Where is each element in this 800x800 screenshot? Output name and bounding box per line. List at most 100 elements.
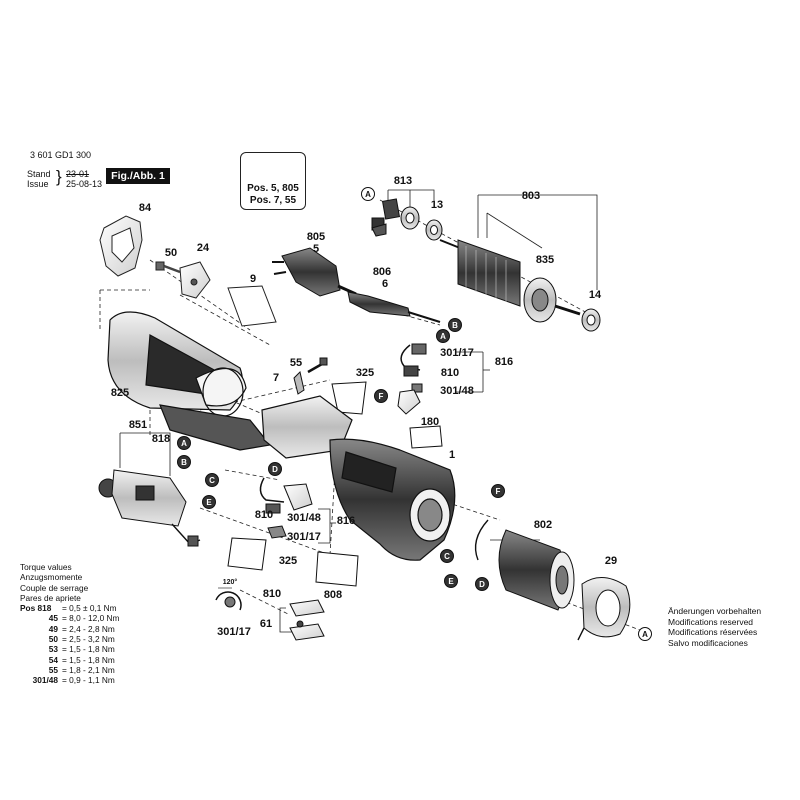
part-805-plug bbox=[272, 247, 357, 297]
mod-line-en: Modifications reserved bbox=[668, 616, 754, 627]
modifications-note: Änderungen vorbehalten Modifications res… bbox=[668, 606, 761, 648]
warning-box: Pos. 5, 805 Pos. 7, 55 bbox=[240, 152, 306, 210]
mod-line-fr: Modifications réservées bbox=[668, 627, 758, 637]
part-label: 802 bbox=[534, 519, 552, 531]
svg-text:B: B bbox=[452, 321, 458, 330]
svg-text:C: C bbox=[444, 552, 450, 561]
torque-title-fr: Couple de serrage bbox=[20, 582, 89, 593]
part-label: 7 bbox=[273, 372, 279, 384]
issue-date: 25-08-13 bbox=[66, 179, 103, 189]
part-label: 13 bbox=[431, 199, 443, 211]
part-55-screw bbox=[307, 357, 328, 374]
torque-table: Torque values Anzugsmomente Couple de se… bbox=[20, 562, 119, 686]
part-180-label bbox=[409, 425, 443, 449]
torque-row: 301/48= 0,9 - 1,1 Nm bbox=[32, 675, 115, 686]
part-label: 806 bbox=[373, 266, 391, 278]
torque-title-de: Anzugsmomente bbox=[20, 572, 83, 583]
part-label: 301/17 bbox=[287, 531, 321, 543]
part-label: 816 bbox=[495, 356, 513, 368]
part-61-clips bbox=[289, 599, 325, 641]
part-806-strain-relief bbox=[347, 291, 441, 323]
part-label: 14 bbox=[589, 289, 602, 301]
part-label: 5 bbox=[313, 243, 319, 255]
ref-circle-A: A bbox=[638, 627, 652, 641]
part-label: 325 bbox=[356, 367, 374, 379]
part-label: 813 bbox=[394, 175, 412, 187]
torque-row: 53= 1,5 - 1,8 Nm bbox=[48, 644, 115, 655]
torque-title-es: Pares de apriete bbox=[20, 592, 81, 603]
figure-label: Fig./Abb. 1 bbox=[106, 168, 170, 184]
part-label: 301/48 bbox=[440, 385, 474, 397]
ref-circle-B: B bbox=[177, 455, 191, 469]
svg-text:A: A bbox=[440, 332, 446, 341]
mod-line-es: Salvo modificaciones bbox=[668, 637, 748, 648]
part-label: 816 bbox=[337, 515, 355, 527]
part-label: 301/48 bbox=[287, 512, 321, 524]
ref-circle-C: C bbox=[440, 549, 454, 563]
svg-text:E: E bbox=[206, 498, 212, 507]
part-label: 29 bbox=[605, 555, 617, 567]
part-label: 825 bbox=[111, 387, 129, 399]
ref-circle-E: E bbox=[444, 574, 458, 588]
svg-text:A: A bbox=[365, 190, 371, 199]
ref-circle-A: A bbox=[177, 436, 191, 450]
part-label: 120° bbox=[223, 578, 238, 586]
part-9-label bbox=[227, 285, 277, 327]
ref-circle-D: D bbox=[475, 577, 489, 591]
svg-text:B: B bbox=[181, 458, 187, 467]
ref-circle-A: A bbox=[436, 329, 450, 343]
part-825-housing bbox=[107, 311, 272, 451]
part-7-clip bbox=[293, 371, 305, 395]
svg-text:D: D bbox=[479, 580, 485, 589]
part-label: 50 bbox=[165, 247, 177, 259]
part-label: 803 bbox=[522, 190, 540, 202]
svg-text:A: A bbox=[181, 439, 187, 448]
part-label: 808 bbox=[324, 589, 342, 601]
brace: } bbox=[56, 167, 62, 186]
part-label: 810 bbox=[255, 509, 273, 521]
part-851-switch bbox=[98, 469, 201, 547]
part-label: 818 bbox=[152, 433, 170, 445]
stand-date: 23-01 bbox=[66, 169, 90, 179]
ref-circle-F: F bbox=[374, 389, 388, 403]
part-1-motor-housing bbox=[261, 395, 456, 561]
part-label: 55 bbox=[290, 357, 302, 369]
torque-row: 55= 1,8 - 2,1 Nm bbox=[48, 664, 115, 675]
doc-number: 3 601 GD1 300 bbox=[30, 150, 92, 160]
part-label: 835 bbox=[536, 254, 554, 266]
part-29-fan-baffle bbox=[577, 577, 631, 641]
ref-circle-E: E bbox=[202, 495, 216, 509]
svg-text:F: F bbox=[379, 392, 384, 401]
svg-text:D: D bbox=[272, 465, 278, 474]
part-label: 810 bbox=[441, 367, 459, 379]
part-label: 301/17 bbox=[217, 626, 251, 638]
ref-circle-A: A bbox=[361, 187, 375, 201]
part-label: 325 bbox=[279, 555, 297, 567]
svg-text:C: C bbox=[209, 476, 215, 485]
svg-text:E: E bbox=[448, 577, 454, 586]
part-label: 180 bbox=[421, 416, 439, 428]
svg-text:A: A bbox=[642, 630, 648, 639]
torque-row: Pos 818= 0,5 ± 0,1 Nm bbox=[20, 603, 117, 614]
part-816-brush-lower bbox=[259, 477, 313, 539]
torque-row: 54= 1,5 - 1,8 Nm bbox=[48, 654, 115, 665]
svg-text:F: F bbox=[496, 487, 501, 496]
part-label: 84 bbox=[139, 202, 152, 214]
part-label: 6 bbox=[382, 278, 388, 290]
torque-row: 45= 8,0 - 12,0 Nm bbox=[48, 613, 120, 624]
part-14-bearing bbox=[581, 308, 601, 332]
torque-row: 50= 2,5 - 3,2 Nm bbox=[48, 634, 115, 645]
part-325-label bbox=[331, 381, 367, 415]
stand-label: Stand bbox=[27, 169, 51, 179]
part-label: 805 bbox=[307, 231, 325, 243]
ref-circle-F: F bbox=[491, 484, 505, 498]
part-label: 1 bbox=[449, 449, 455, 461]
torque-row: 49= 2,4 - 2,8 Nm bbox=[48, 623, 115, 634]
issue-label: Issue bbox=[27, 179, 49, 189]
ref-circle-C: C bbox=[205, 473, 219, 487]
part-816-brush-upper bbox=[397, 343, 427, 415]
part-label: 301/17 bbox=[440, 347, 474, 359]
part-835-armature bbox=[439, 239, 581, 323]
ref-circle-D: D bbox=[268, 462, 282, 476]
